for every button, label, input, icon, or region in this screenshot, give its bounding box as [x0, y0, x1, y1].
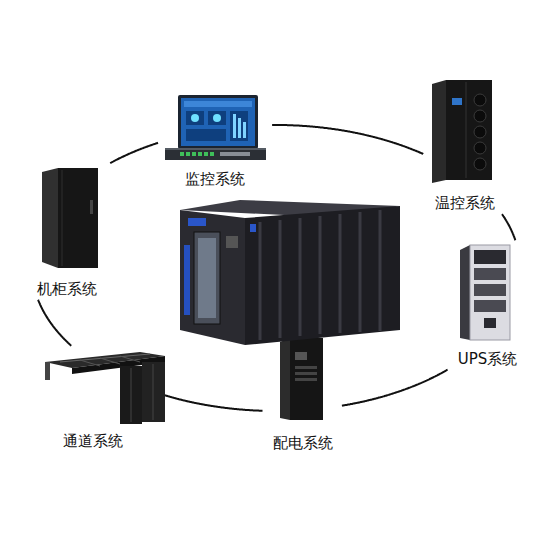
ups-illustration: [460, 245, 510, 340]
ring-connector: [342, 370, 448, 406]
system-label: 机柜系统: [15, 280, 118, 298]
system-label: 通道系统: [15, 432, 170, 450]
monitor-illustration: [165, 95, 266, 160]
system-node: 机柜系统: [25, 165, 108, 298]
ring-connector: [502, 214, 515, 240]
system-node: 通道系统: [25, 348, 160, 450]
aisle-illustration: [45, 352, 165, 424]
system-label: UPS系统: [440, 350, 535, 368]
system-node: 监控系统: [160, 92, 270, 188]
system-node: UPS系统: [450, 242, 525, 368]
module-illustration: [180, 200, 400, 345]
system-label: 监控系统: [150, 170, 280, 188]
ring-connector: [272, 125, 423, 154]
ring-connector: [38, 300, 71, 346]
rack-illustration: [42, 168, 98, 268]
system-label: 配电系统: [255, 434, 350, 452]
ring-connector: [162, 394, 263, 410]
ring-connector: [110, 143, 158, 163]
system-node: 配电系统: [265, 335, 340, 452]
cooling-illustration: [432, 80, 492, 183]
system-node: 温控系统: [425, 78, 505, 212]
power-illustration: [280, 338, 323, 420]
system-label: 温控系统: [415, 194, 515, 212]
